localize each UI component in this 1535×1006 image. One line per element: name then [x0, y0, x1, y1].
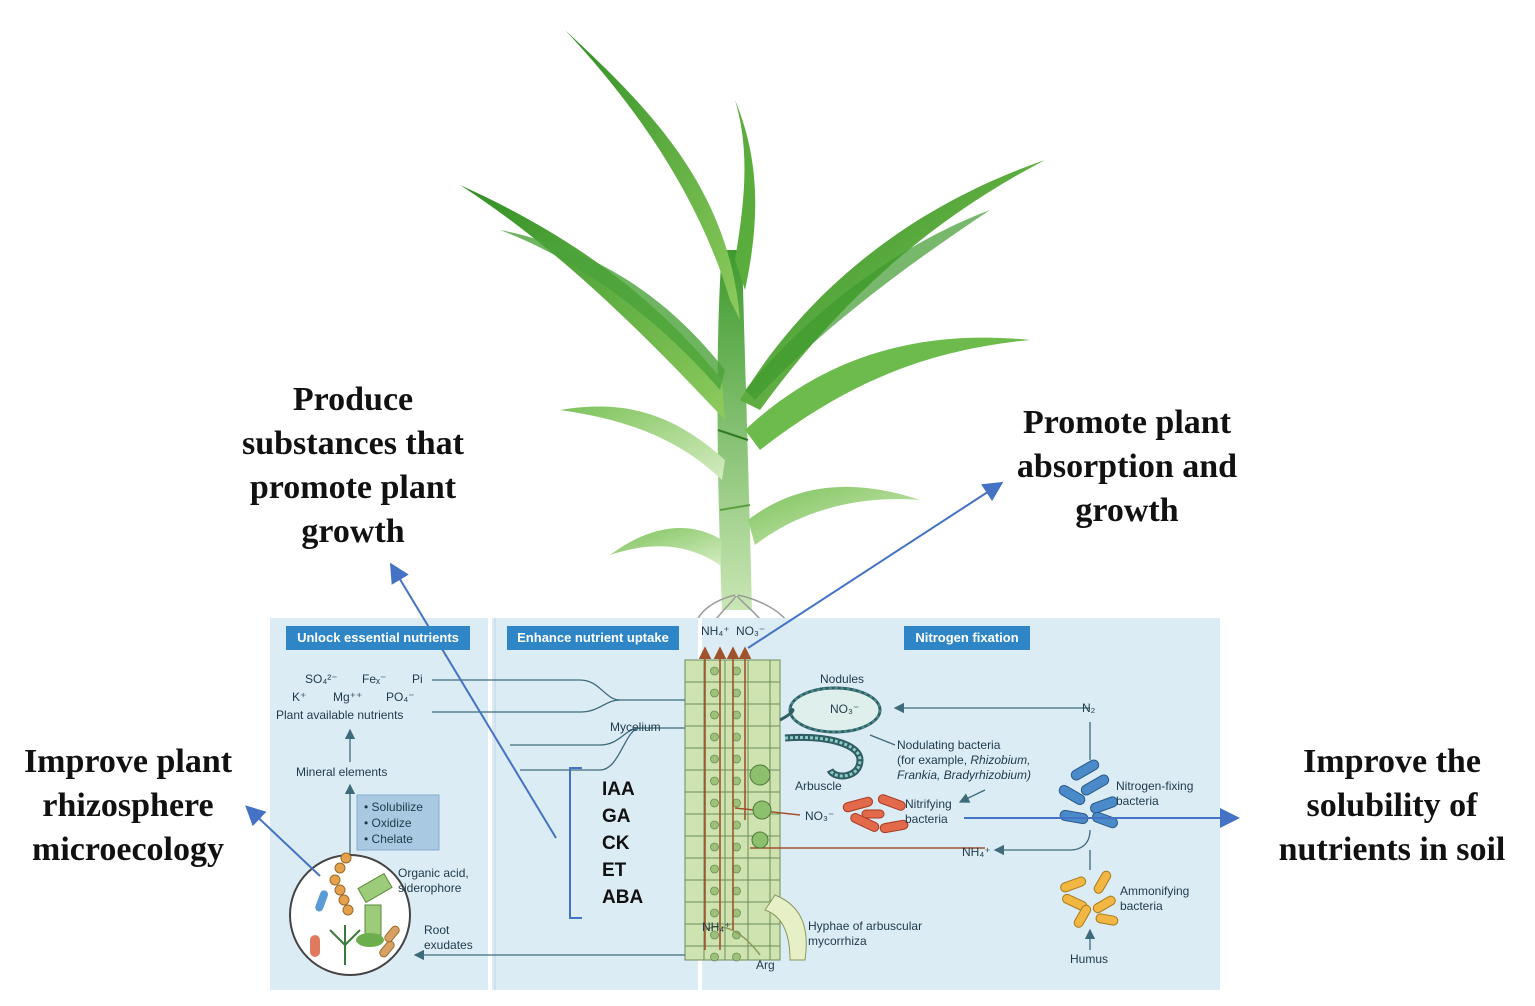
arg-label: Arg — [756, 958, 775, 972]
root-cell-nucleus — [710, 754, 719, 764]
root-cell-nucleus — [710, 930, 719, 940]
root-cell-nucleus — [710, 666, 719, 676]
hyphae-label-2: mycorrhiza — [808, 934, 867, 948]
callout-line: absorption and — [1016, 448, 1238, 485]
nh4-bottom-label: NH₄⁺ — [702, 920, 731, 934]
callout-line: growth — [301, 513, 405, 550]
microbe-community — [289, 852, 411, 976]
n2-label: N₂ — [1082, 701, 1096, 715]
no3-top-label: NO₃⁻ — [736, 624, 766, 638]
nitrogen-fixing-bacteria — [1058, 759, 1119, 829]
oxidize-text: Oxidize — [371, 816, 412, 830]
no3-mid-label: NO₃⁻ — [805, 809, 835, 823]
callout-line: Improve plant — [23, 743, 233, 780]
ammonifying-bacteria — [1060, 870, 1119, 928]
solubilize-label: • Solubilize — [364, 800, 423, 814]
ammonifying-label-2: bacteria — [1120, 899, 1163, 913]
nodulating-example-label: (for example, Rhizobium, — [897, 753, 1030, 767]
callout-line: substances that — [242, 425, 464, 462]
nutrient-k: K⁺ — [292, 690, 307, 704]
hormone-item: ET — [602, 860, 627, 881]
root-cell-nucleus — [710, 864, 719, 874]
root-cell-nucleus — [710, 886, 719, 896]
nutrient-pathways — [344, 679, 1096, 961]
organic-acid-label: Organic acid, — [398, 866, 469, 880]
panel-header-unlock: Unlock essential nutrients — [286, 626, 470, 650]
root-cell-nucleus — [710, 908, 719, 918]
nutrient-fe: Feₓ⁻ — [362, 672, 387, 686]
nutrient-mg: Mg⁺⁺ — [333, 690, 363, 704]
root-cell-nucleus — [710, 842, 719, 852]
siderophore-label: siderophore — [398, 881, 462, 895]
nitrifying-bacteria — [842, 794, 909, 834]
root-cell-nucleus — [710, 776, 719, 786]
root-label: Root — [424, 923, 450, 937]
callout-solubility: Improve the solubility of nutrients in s… — [1252, 740, 1532, 872]
humus-label: Humus — [1070, 952, 1109, 966]
mineral-elements-label: Mineral elements — [296, 765, 388, 779]
exudates-label: exudates — [424, 938, 473, 952]
hormone-item: ABA — [602, 887, 644, 908]
hormone-bracket — [569, 767, 582, 919]
plant-illustration — [460, 30, 1045, 610]
callout-rhizosphere: Improve plant rhizosphere microecology — [4, 740, 252, 872]
process-box — [356, 794, 440, 851]
nitrifying-label: Nitrifying — [905, 797, 952, 811]
nutrient-so4: SO₄²⁻ — [305, 672, 338, 686]
root-cell-nucleus — [710, 952, 719, 962]
callout-line: nutrients in soil — [1278, 831, 1506, 868]
root-cell-nucleus — [710, 688, 719, 698]
chelate-label: • Chelate — [364, 832, 413, 846]
frankia-name: Frankia, Bradyrhizobium) — [897, 768, 1032, 782]
nh4-top-label: NH₄⁺ — [701, 624, 730, 638]
callout-line: promote plant — [249, 469, 457, 506]
hormone-item: CK — [602, 833, 630, 854]
callout-line: solubility of — [1306, 787, 1478, 824]
nutrient-pi: Pi — [412, 672, 423, 686]
arbuscle-label: Arbuscle — [795, 779, 842, 793]
nodulating-example-prefix: (for example, — [897, 753, 968, 767]
callout-line: microecology — [32, 831, 224, 868]
panel-header-enhance: Enhance nutrient uptake — [507, 626, 679, 650]
frankia-label: Frankia, Bradyrhizobium) — [897, 768, 1031, 782]
nitrogen-fixing-label: Nitrogen-fixing — [1116, 779, 1194, 793]
oxidize-label: • Oxidize — [364, 816, 412, 830]
hormone-list: IAA GA CK ET ABA — [602, 776, 643, 911]
root-cell-nucleus — [710, 798, 719, 808]
no3-nodule-label: NO₃⁻ — [830, 702, 860, 716]
nh4-mid-label: NH₄⁺ — [962, 845, 991, 859]
nitrifying-label-2: bacteria — [905, 812, 948, 826]
mycelium-label: Mycelium — [610, 720, 661, 734]
ammonifying-label: Ammonifying — [1120, 884, 1190, 898]
plant-available-nutrients: Plant available nutrients — [276, 708, 404, 722]
solubilize-text: Solubilize — [371, 800, 423, 814]
callout-line: Promote plant — [1022, 404, 1232, 441]
nodule — [779, 686, 882, 780]
root-cell-nucleus — [710, 710, 719, 720]
callout-line: Improve the — [1303, 743, 1481, 780]
chelate-text: Chelate — [371, 832, 413, 846]
root-cell-column — [684, 646, 985, 962]
nodules-label: Nodules — [820, 672, 865, 686]
callout-line: growth — [1075, 492, 1179, 529]
callout-line: Produce — [292, 381, 414, 418]
hyphae-label: Hyphae of arbuscular — [808, 919, 923, 933]
root-cell-nucleus — [732, 952, 741, 962]
nitrogen-fixing-label-2: bacteria — [1116, 794, 1159, 808]
hormone-item: IAA — [602, 779, 635, 800]
nodulating-bacteria-label: Nodulating bacteria — [897, 738, 1001, 752]
root-cell-nucleus — [710, 732, 719, 742]
callout-line: rhizosphere — [42, 787, 214, 824]
callout-produce-substances: Produce substances that promote plant gr… — [222, 378, 484, 554]
rhizobium-name: Rhizobium, — [970, 753, 1031, 767]
nutrient-po4: PO₄⁻ — [386, 690, 415, 704]
hormone-item: GA — [602, 806, 631, 827]
callout-arrows — [245, 481, 1240, 877]
callout-promote-absorption: Promote plant absorption and growth — [996, 401, 1258, 533]
panel-header-nitrogen: Nitrogen fixation — [904, 626, 1030, 650]
root-cell-nucleus — [710, 820, 719, 830]
